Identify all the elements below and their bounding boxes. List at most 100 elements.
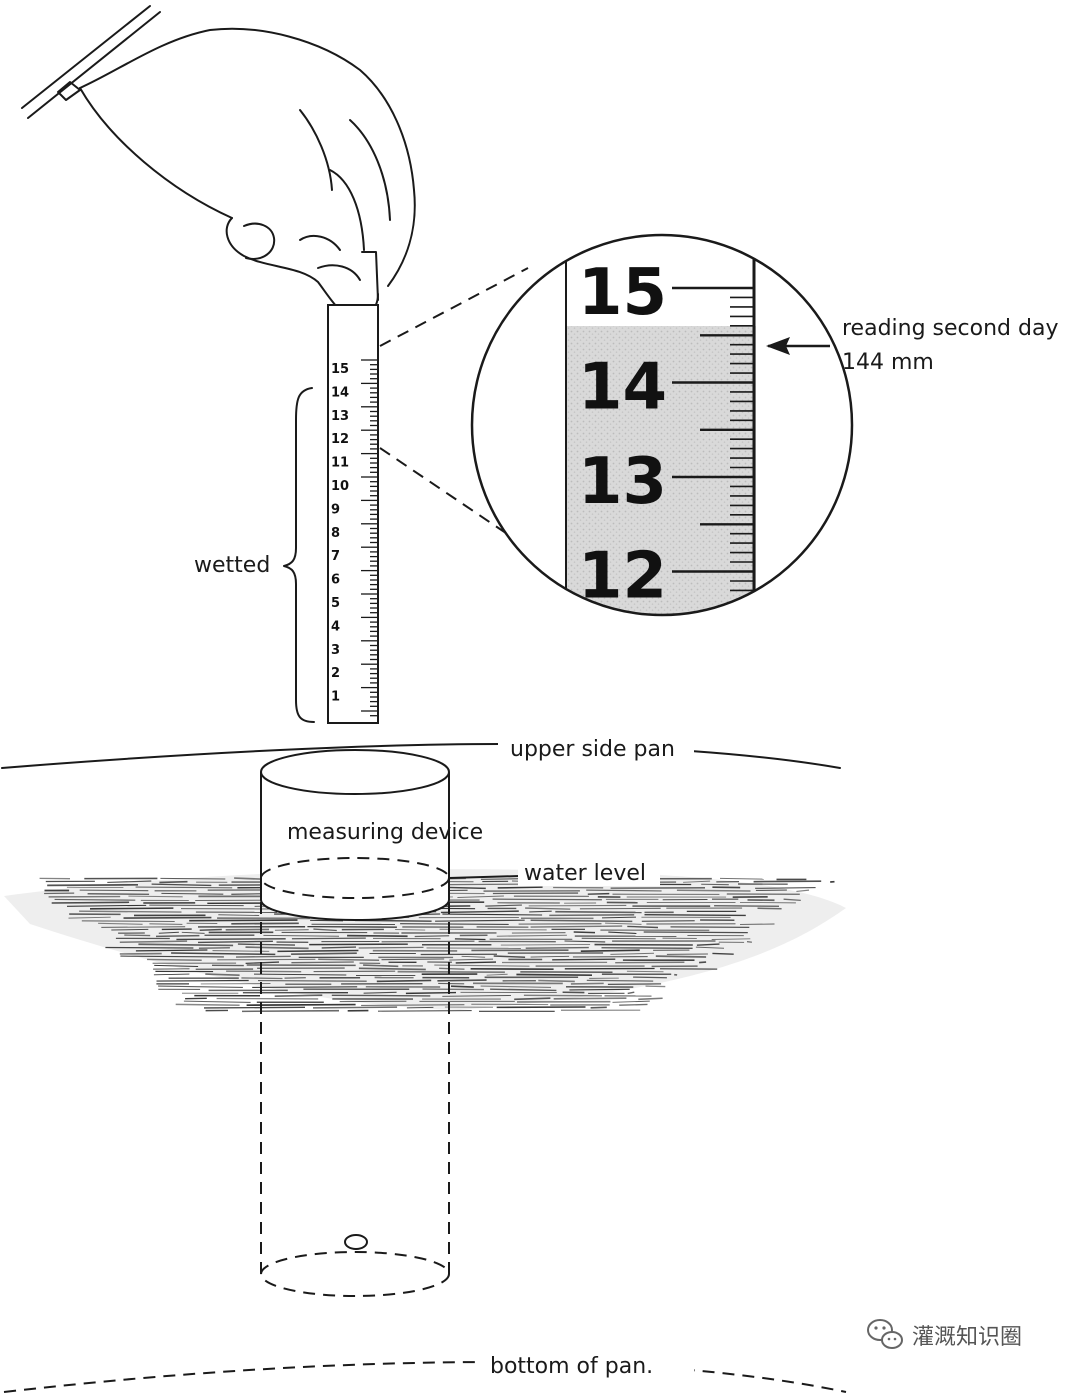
- water-hatch-line: [553, 997, 627, 1000]
- water-hatch-line: [525, 946, 589, 949]
- water-hatch-line: [590, 1006, 607, 1009]
- water-hatch-line: [291, 961, 354, 964]
- water-hatch-line: [203, 1006, 306, 1009]
- water-hatch-line: [120, 955, 224, 958]
- water-hatch-line: [555, 910, 642, 914]
- water-hatch-line: [755, 887, 816, 889]
- water-hatch-line: [586, 979, 654, 982]
- water-hatch-line: [627, 991, 635, 995]
- water-hatch-line: [79, 889, 149, 892]
- water-hatch-line: [626, 970, 664, 973]
- water-hatch-line: [442, 994, 512, 997]
- water-hatch-line: [363, 964, 399, 968]
- water-hatch-line: [696, 943, 720, 946]
- water-hatch-line: [218, 914, 260, 916]
- water-hatch-line: [331, 994, 431, 997]
- water-hatch-line: [676, 889, 751, 892]
- water-hatch-line: [171, 952, 276, 956]
- water-hatch-line: [414, 935, 450, 938]
- water-hatch-line: [274, 929, 309, 931]
- water-hatch-line: [312, 1006, 398, 1009]
- ruler-number: 5: [331, 596, 340, 611]
- water-hatch-line: [712, 952, 734, 955]
- ruler-number: 6: [331, 573, 340, 588]
- water-hatch-line: [486, 973, 508, 976]
- water-hatch-line: [159, 880, 188, 884]
- water-hatch-line: [307, 925, 397, 928]
- water-hatch-line: [644, 913, 746, 917]
- water-hatch-line: [111, 928, 149, 931]
- water-hatch-line: [81, 920, 175, 922]
- water-hatch-line: [158, 985, 243, 988]
- water-hatch-line: [564, 940, 606, 943]
- water-hatch-line: [638, 997, 663, 1001]
- water-hatch-line: [313, 928, 337, 932]
- water-hatch-line: [101, 926, 186, 928]
- water-hatch-line: [529, 910, 552, 913]
- water-hatch-line: [400, 923, 509, 926]
- water-hatch-line: [119, 940, 188, 943]
- water-hatch-line: [156, 979, 249, 982]
- water-hatch-line: [435, 919, 525, 922]
- water-hatch-line: [237, 943, 296, 946]
- water-hatch-line: [154, 964, 199, 967]
- water-hatch-line: [68, 916, 111, 919]
- water-hatch-line: [197, 940, 273, 944]
- ruler-number: 2: [331, 666, 340, 681]
- water-hatch-line: [87, 893, 150, 896]
- measuring-device: [260, 749, 450, 1297]
- ruler-number: 7: [331, 549, 340, 564]
- water-hatch-line: [492, 898, 602, 901]
- water-hatch-line: [549, 914, 635, 917]
- water-hatch-line: [175, 1003, 240, 1006]
- water-hatch-line: [263, 934, 340, 937]
- water-hatch-line: [158, 931, 179, 934]
- water-hatch-line: [552, 958, 616, 961]
- water-hatch-line: [514, 997, 551, 1001]
- water-hatch-line: [395, 929, 426, 931]
- water-hatch-line: [277, 949, 359, 953]
- ruler-number: 10: [331, 479, 349, 494]
- water-hatch-line: [66, 904, 147, 907]
- water-hatch-line: [442, 913, 543, 916]
- water-hatch-line: [450, 985, 474, 988]
- ruler-number: 3: [331, 643, 340, 658]
- water-hatch-line: [497, 886, 543, 889]
- water-hatch-line: [670, 926, 750, 929]
- water-hatch-line: [490, 988, 557, 992]
- water-hatch-line: [643, 931, 748, 934]
- water-hatch-line: [449, 958, 494, 961]
- water-hatch-line: [439, 928, 547, 931]
- water-hatch-line: [655, 955, 707, 958]
- bottom-of-pan-label: bottom of pan.: [490, 1354, 653, 1379]
- water-hatch-line: [612, 1000, 650, 1003]
- water-hatch-line: [135, 886, 233, 889]
- ruler-number: 11: [331, 456, 349, 471]
- magnifier-connector-top: [379, 267, 529, 347]
- water-hatch-line: [161, 892, 224, 895]
- water-hatch-line: [318, 958, 380, 962]
- water-hatch-line: [358, 967, 426, 971]
- water-hatch-line: [217, 958, 316, 961]
- water-hatch-line: [601, 947, 693, 949]
- water-hatch-line: [205, 973, 240, 977]
- water-hatch-line: [455, 961, 497, 964]
- reading-arrow: [766, 337, 830, 355]
- water-hatch-line: [226, 970, 302, 973]
- measuring-device-label: measuring device: [287, 820, 483, 845]
- water-hatch-line: [153, 973, 190, 976]
- water-hatch-line: [619, 1003, 648, 1006]
- water-hatch-line: [580, 949, 640, 952]
- water-hatch-line: [397, 970, 505, 974]
- water-hatch-line: [160, 877, 226, 880]
- water-hatch-line: [480, 985, 552, 988]
- ruler-number: 9: [331, 502, 340, 517]
- water-hatch-line: [54, 898, 136, 901]
- water-hatch-line: [480, 878, 523, 880]
- water-hatch-line: [79, 910, 182, 913]
- water-hatch-line: [138, 943, 234, 947]
- water-hatch-line: [291, 952, 357, 955]
